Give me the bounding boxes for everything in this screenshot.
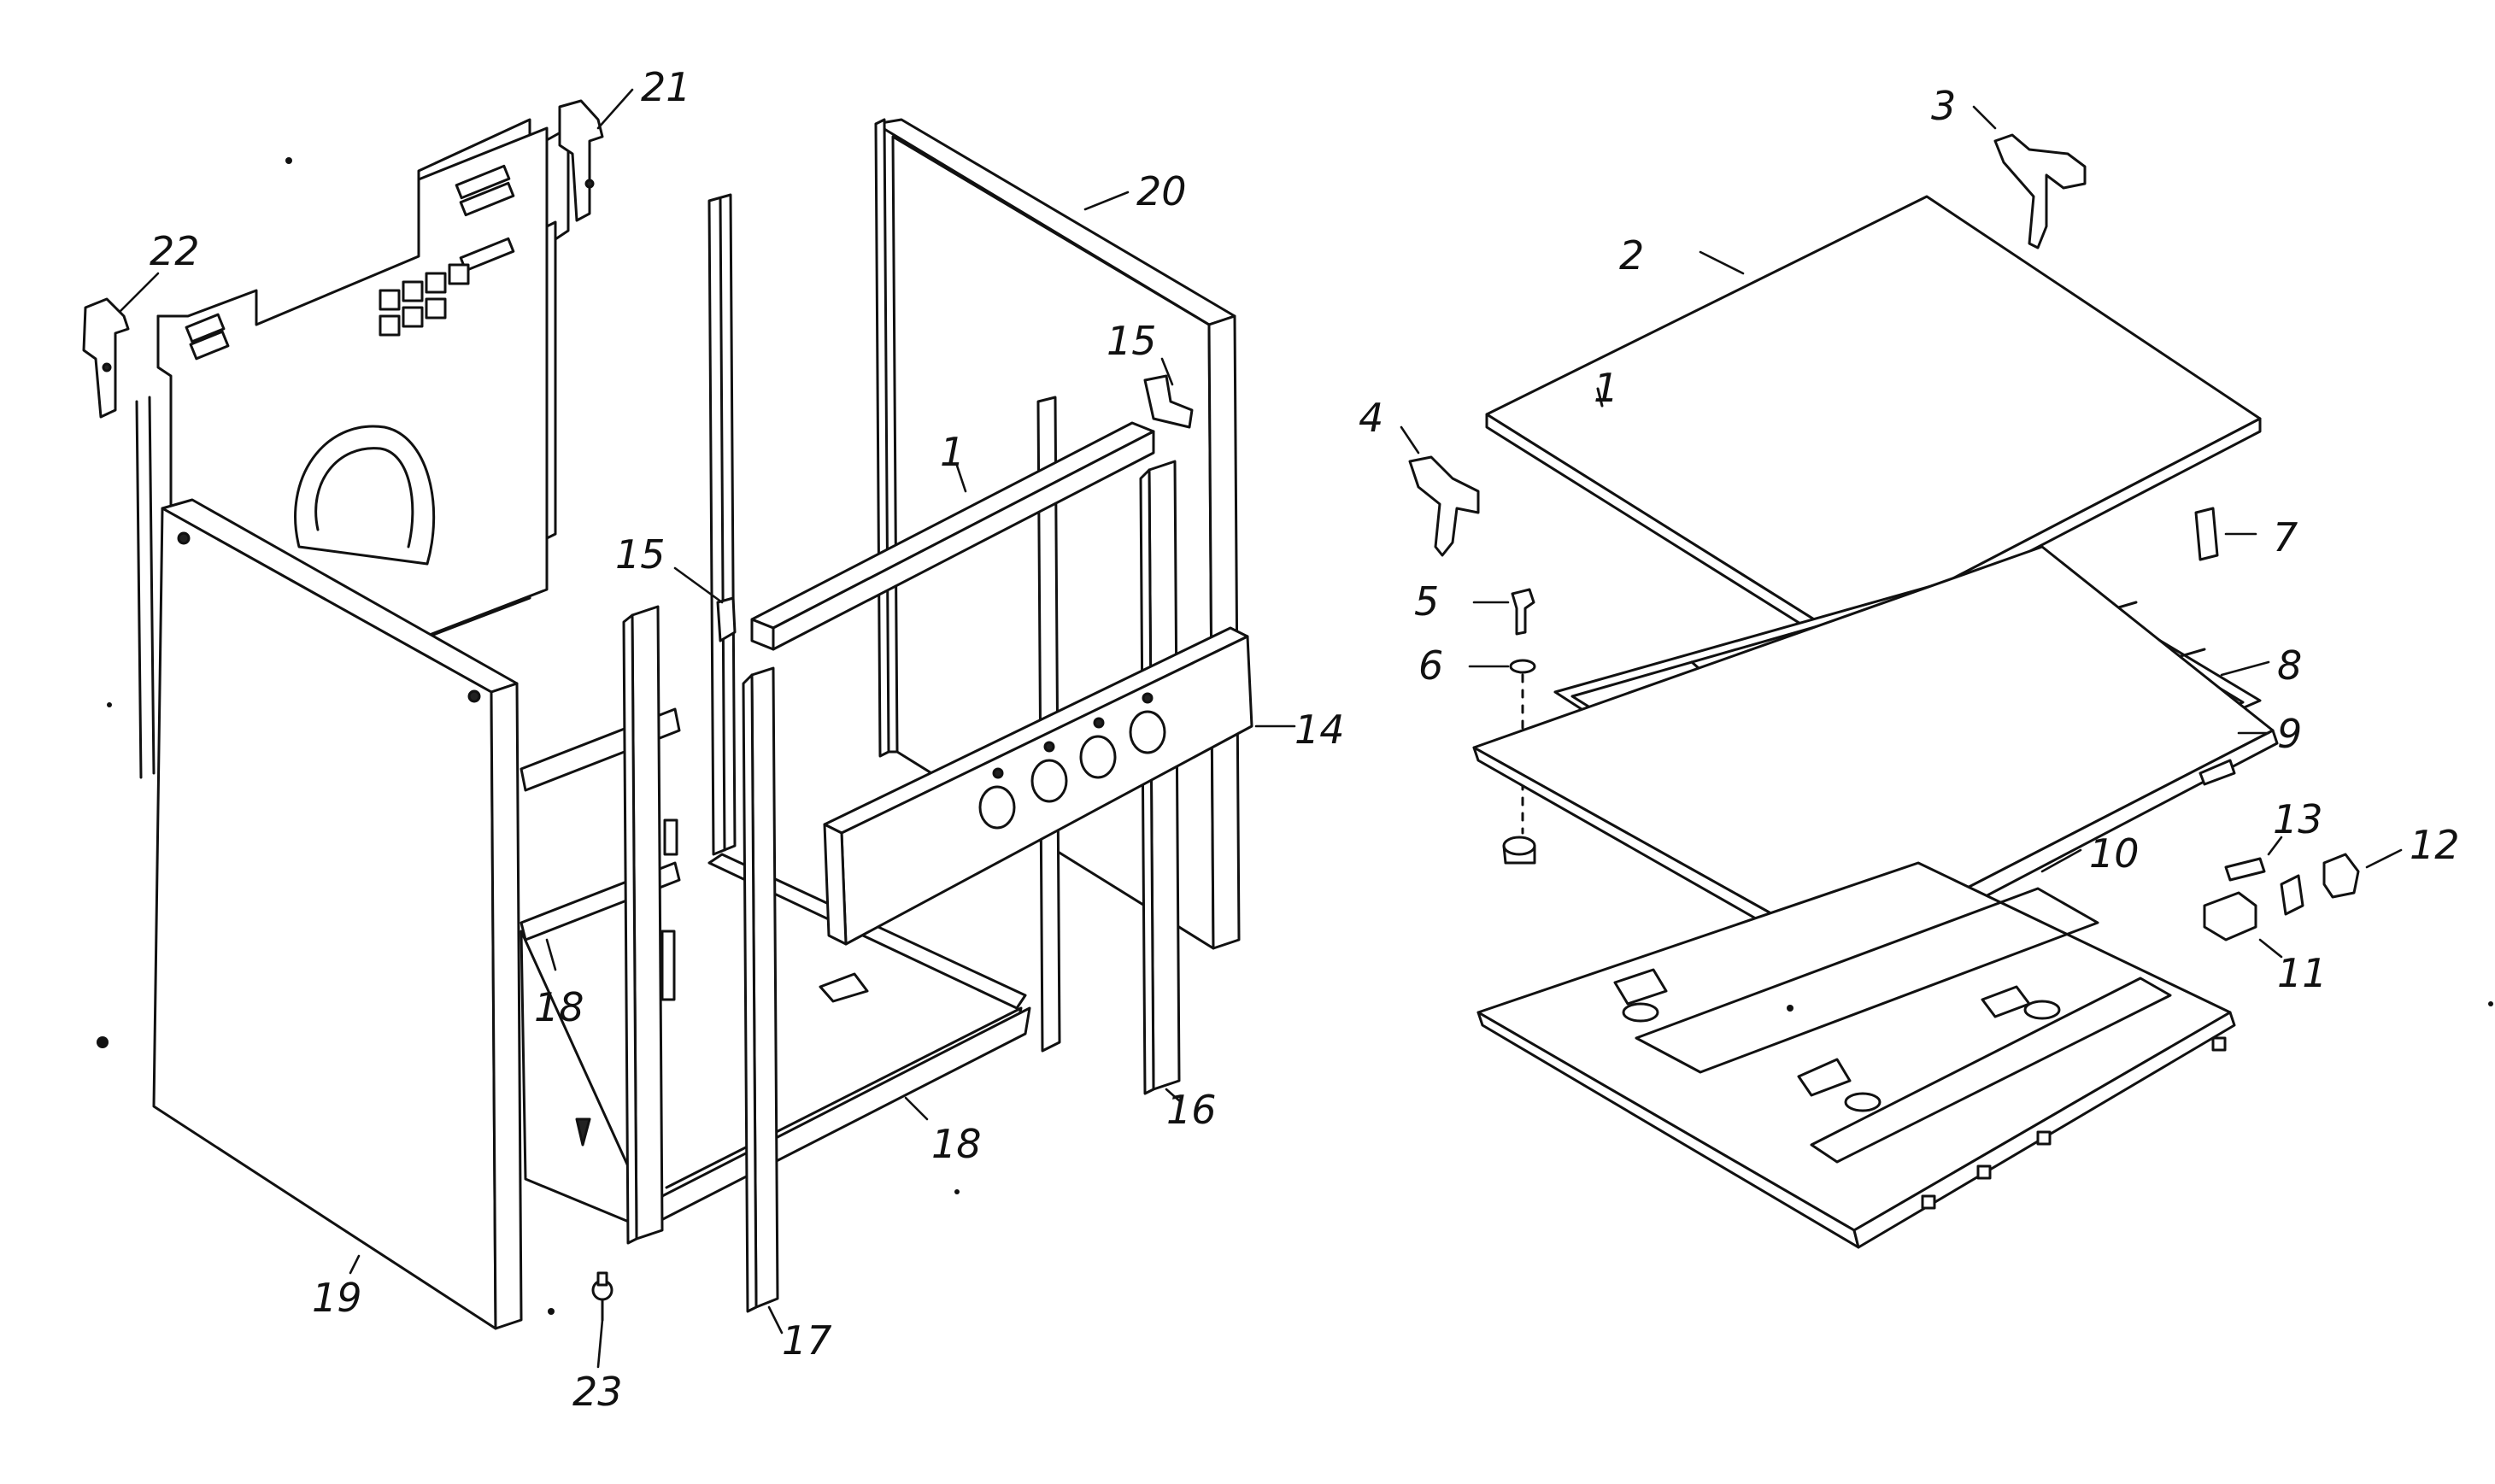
callout-2: 2 <box>1619 232 1644 279</box>
callout-6: 6 <box>1418 642 1443 689</box>
bracket-15-upper <box>1143 374 1194 429</box>
washer-6 <box>1509 659 1536 674</box>
callout-17: 17 <box>782 1317 832 1364</box>
foot-23 <box>591 1271 613 1322</box>
callout-labels: 21 22 20 15 15 1 14 18 18 16 17 19 23 2 … <box>150 64 2460 1415</box>
callout-21: 21 <box>641 64 691 110</box>
callout-18-right: 18 <box>931 1121 982 1167</box>
callout-10: 10 <box>2089 830 2140 877</box>
base-tray-10 <box>1476 861 2236 1249</box>
top-rail-1 <box>750 421 1155 651</box>
callout-1-lid: 1 <box>1594 365 1618 411</box>
bracket-15-lower <box>716 596 737 642</box>
callout-5: 5 <box>1414 578 1439 625</box>
front-post <box>622 605 678 1245</box>
callout-15-lower: 15 <box>615 531 666 578</box>
hinge-bracket-11 <box>2203 874 2304 941</box>
right-post-16 <box>1139 460 1181 1095</box>
callout-9: 9 <box>2277 711 2302 757</box>
callout-15-upper: 15 <box>1107 318 1157 364</box>
hinge-22 <box>82 297 130 419</box>
callout-19: 19 <box>312 1275 362 1321</box>
callout-14: 14 <box>1294 707 1345 753</box>
callout-7: 7 <box>2273 514 2298 560</box>
lid-hinge-3 <box>1993 133 2087 249</box>
bracket-7 <box>2194 507 2219 561</box>
glass-lid-2 <box>1485 195 2262 651</box>
screw-5 <box>1511 588 1535 636</box>
knob-13 <box>2224 857 2266 882</box>
callout-20: 20 <box>1136 168 1187 214</box>
rear-post <box>707 193 737 856</box>
leader-lines <box>118 88 2403 1369</box>
callout-4: 4 <box>1359 395 1383 441</box>
callout-16: 16 <box>1166 1087 1217 1133</box>
control-panel-14 <box>823 626 1253 946</box>
callout-23: 23 <box>572 1369 623 1415</box>
side-panel-19 <box>152 498 523 1330</box>
callout-22: 22 <box>150 228 200 274</box>
callout-13: 13 <box>2273 796 2323 842</box>
callout-18-left: 18 <box>534 984 584 1030</box>
callout-1-rail: 1 <box>940 429 965 475</box>
corner-post-17 <box>742 666 779 1313</box>
callout-3: 3 <box>1931 83 1956 129</box>
callout-8: 8 <box>2277 642 2302 689</box>
hinge-21 <box>558 99 604 222</box>
lid-hinge-4 <box>1408 455 1480 557</box>
callout-11: 11 <box>2277 950 2328 996</box>
scan-specks <box>97 157 2493 1315</box>
clip-12 <box>2322 853 2360 899</box>
callout-12: 12 <box>2410 822 2460 868</box>
